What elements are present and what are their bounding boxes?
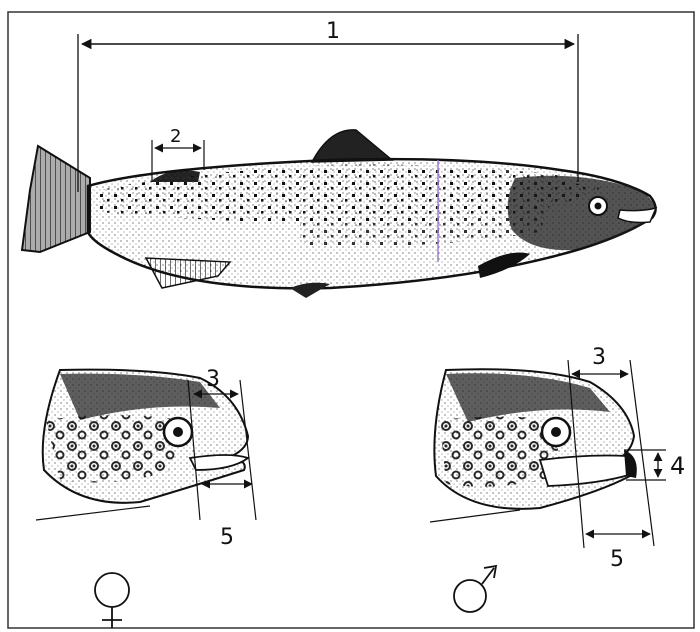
dorsal-fin bbox=[312, 130, 392, 162]
trout-jaw bbox=[618, 208, 656, 223]
male-measure-5: 5 bbox=[586, 534, 650, 572]
label-2: 2 bbox=[170, 126, 181, 147]
female-head bbox=[36, 370, 248, 520]
female-measure-5: 5 bbox=[202, 484, 252, 550]
male-head bbox=[430, 369, 637, 522]
label-1: 1 bbox=[326, 19, 340, 44]
female-symbol bbox=[95, 573, 129, 628]
trout-illustration bbox=[22, 130, 656, 298]
male-kype bbox=[624, 450, 637, 478]
figure-frame bbox=[8, 12, 694, 628]
male-symbol bbox=[454, 566, 496, 612]
label-5-male: 5 bbox=[610, 547, 624, 572]
label-5-female: 5 bbox=[220, 525, 234, 550]
label-3-female: 3 bbox=[206, 367, 220, 392]
label-3-male: 3 bbox=[592, 345, 606, 370]
label-4-male: 4 bbox=[670, 452, 685, 480]
